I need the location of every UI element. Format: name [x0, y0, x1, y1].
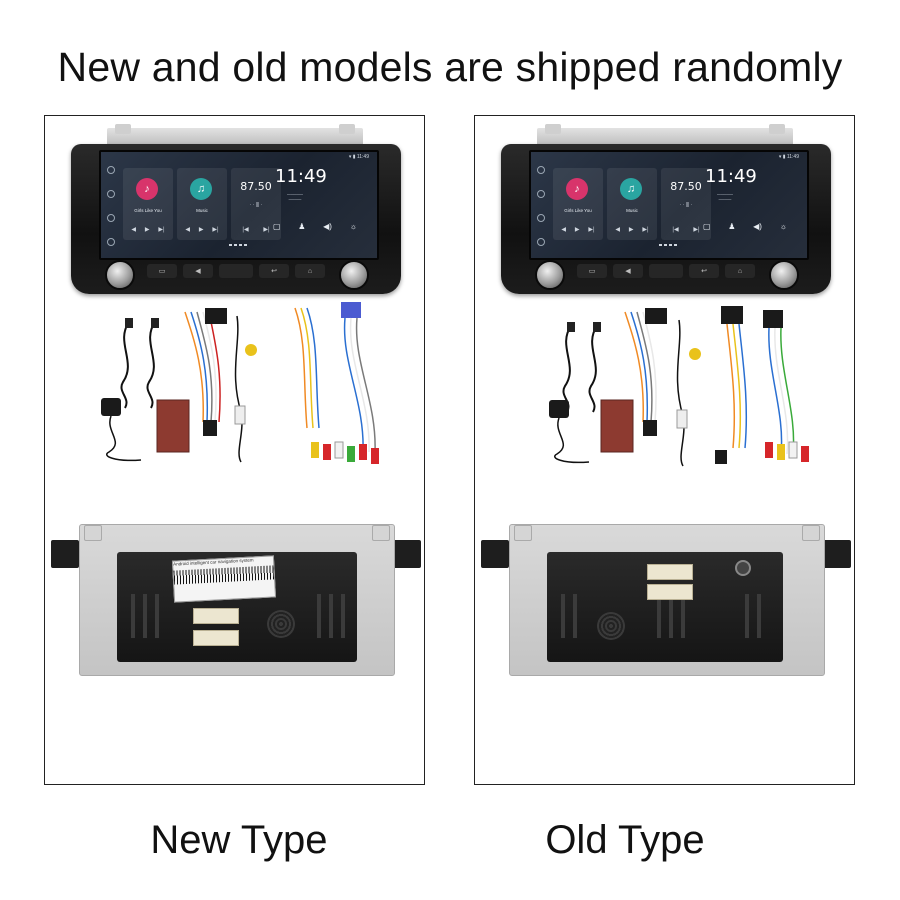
- music-title: Girls Like You: [134, 208, 162, 213]
- nav-icon: [107, 166, 115, 174]
- bt-music-card: ♫ Music ◀▶▶|: [607, 168, 657, 240]
- usb-cables: [562, 325, 598, 413]
- music-card: ♪ Girls Like You ◀▶▶|: [123, 168, 173, 240]
- gps-antenna-icon: [549, 400, 590, 464]
- adhesive-pad: [156, 399, 190, 453]
- tune-knob: [339, 260, 369, 290]
- bluetooth-icon: [537, 190, 545, 198]
- adhesive-pad: [600, 399, 634, 453]
- cooling-fan-icon: [597, 612, 625, 640]
- radio-card: 87.50 · · ||| · |◀▶|: [661, 168, 711, 240]
- status-bar: ▾ ▮ 11:49: [348, 154, 369, 160]
- radio-card: 87.50 · · ||| · |◀▶|: [231, 168, 281, 240]
- clock: 11:49: [275, 166, 327, 187]
- back-button-icon: ↩: [259, 264, 289, 278]
- menu-button-icon: ▭: [577, 264, 607, 278]
- gps-antenna-icon: [101, 398, 142, 462]
- nav-button-icon: ⌂: [725, 264, 755, 278]
- bluetooth-icon: [107, 190, 115, 198]
- label-text: Android intelligent car navigation syste…: [173, 557, 254, 567]
- menu-button-icon: ▭: [147, 264, 177, 278]
- new-type-panel: ▾ ▮ 11:49 ♪ Girls Like You ◀▶▶| ♫ Music …: [44, 115, 425, 785]
- bt-music-icon: ♫: [190, 178, 212, 200]
- prev-button-icon: ◀: [613, 264, 643, 278]
- headline: New and old models are shipped randomly: [57, 44, 843, 90]
- radio-frequency: 87.50: [240, 180, 272, 193]
- quick-icons: ▢♟◀)☼: [703, 222, 787, 231]
- cable-set-illustration: [549, 306, 809, 467]
- unit-faceplate: ▾ ▮ 11:49 ♪ Girls Like You ◀▶▶| ♫ Music …: [501, 144, 831, 294]
- aerial-adapter-icon: [234, 315, 243, 463]
- volume-knob: [535, 260, 565, 290]
- tune-knob: [769, 260, 799, 290]
- settings-icon: [107, 214, 115, 222]
- head-unit-front: ▾ ▮ 11:49 ♪ Girls Like You ◀▶▶| ♫ Music …: [501, 124, 831, 306]
- home-icon: [537, 238, 545, 246]
- music-card: ♪ Girls Like You ◀▶▶|: [553, 168, 603, 240]
- head-unit-back: Android intelligent car navigation syste…: [51, 514, 421, 684]
- bt-music-card: ♫ Music ◀▶▶|: [177, 168, 227, 240]
- rear-panel: Android intelligent car navigation syste…: [117, 552, 357, 662]
- music-title: Girls Like You: [564, 208, 592, 213]
- clock: 11:49: [705, 166, 757, 187]
- accessories: [45, 302, 426, 502]
- barcode-icon: [173, 565, 275, 585]
- prev-button-icon: ◀: [183, 264, 213, 278]
- old-type-caption: Old Type: [545, 818, 705, 862]
- page-dots: [229, 244, 249, 246]
- blue-connector: [341, 302, 361, 318]
- new-type-caption: New Type: [150, 818, 328, 862]
- iso-connector: [647, 564, 693, 580]
- quick-icons: ▢♟◀)☼: [273, 222, 357, 231]
- bt-music-icon: ♫: [620, 178, 642, 200]
- nav-button-icon: ⌂: [295, 264, 325, 278]
- unit-faceplate: ▾ ▮ 11:49 ♪ Girls Like You ◀▶▶| ♫ Music …: [71, 144, 401, 294]
- product-label: Android intelligent car navigation syste…: [171, 555, 277, 603]
- rear-panel: [547, 552, 783, 662]
- iso-connector-icon: [721, 306, 743, 324]
- aerial-adapter-icon: [676, 319, 685, 467]
- volume-knob: [105, 260, 135, 290]
- bt-music-label: Music: [626, 208, 638, 213]
- head-unit-front: ▾ ▮ 11:49 ♪ Girls Like You ◀▶▶| ♫ Music …: [71, 124, 401, 306]
- page-dots: [659, 244, 679, 246]
- home-icon: [107, 238, 115, 246]
- music-note-icon: ♪: [136, 178, 158, 200]
- old-type-panel: ▾ ▮ 11:49 ♪ Girls Like You ◀▶▶| ♫ Music …: [474, 115, 855, 785]
- radio-frequency: 87.50: [670, 180, 702, 193]
- rca-plugs-icon: [311, 441, 379, 464]
- cable-set-illustration: [101, 302, 379, 464]
- mounting-bracket: [107, 124, 363, 146]
- touch-screen: ▾ ▮ 11:49 ♪ Girls Like You ◀▶▶| ♫ Music …: [529, 150, 809, 260]
- media-controls: ◀▶▶|: [131, 227, 165, 233]
- touch-screen: ▾ ▮ 11:49 ♪ Girls Like You ◀▶▶| ♫ Music …: [99, 150, 379, 260]
- accessories: [475, 302, 856, 502]
- mounting-bracket: [537, 124, 793, 146]
- back-button-icon: ↩: [689, 264, 719, 278]
- status-bar: ▾ ▮ 11:49: [778, 154, 799, 160]
- cooling-fan-icon: [267, 610, 295, 638]
- home-button-icon: [219, 264, 253, 278]
- iso-connector: [193, 608, 239, 624]
- head-unit-back: [481, 514, 851, 684]
- music-note-icon: ♪: [566, 178, 588, 200]
- rca-plugs-icon: [765, 441, 809, 462]
- settings-icon: [537, 214, 545, 222]
- wire-harness: [184, 311, 221, 423]
- usb-cables: [120, 321, 156, 409]
- antenna-jack-icon: [735, 560, 751, 576]
- bt-music-label: Music: [196, 208, 208, 213]
- home-button-icon: [649, 264, 683, 278]
- nav-icon: [537, 166, 545, 174]
